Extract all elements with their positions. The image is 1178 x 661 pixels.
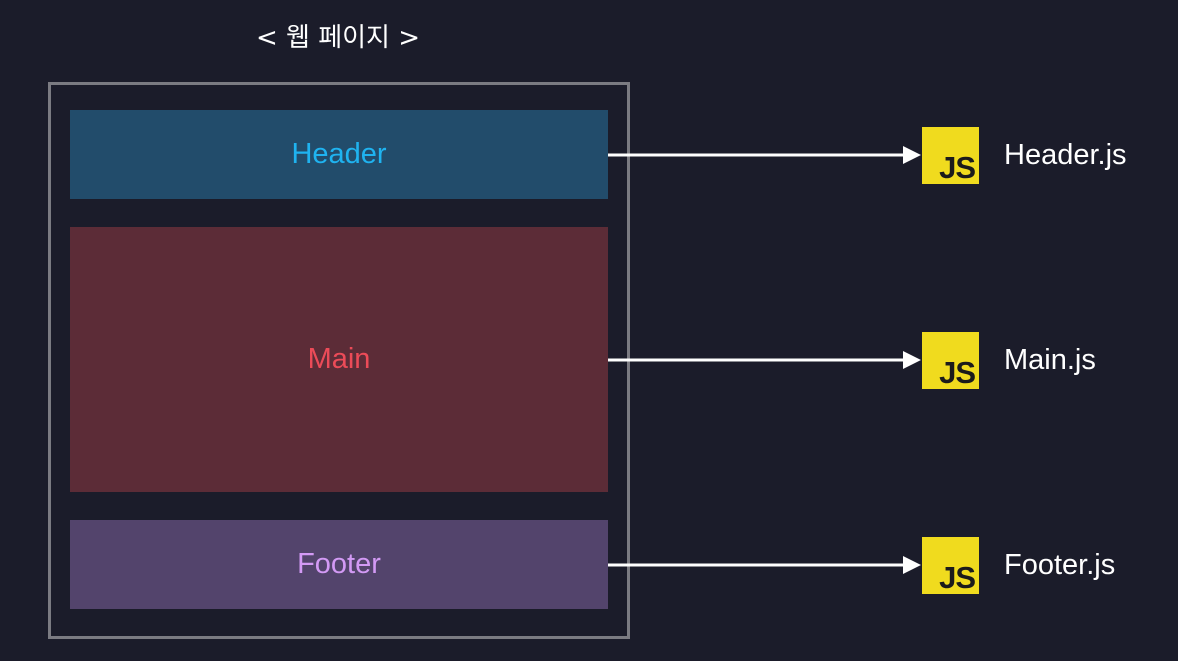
header-js-icon: JS bbox=[922, 127, 979, 184]
main-js-icon: JS bbox=[922, 332, 979, 389]
page-title: < 웹 페이지 > bbox=[255, 23, 421, 53]
footer-section: Footer bbox=[70, 520, 608, 609]
main-js-filename: Main.js bbox=[1004, 344, 1096, 376]
footer-js-filename: Footer.js bbox=[1004, 549, 1116, 581]
footer-label: Footer bbox=[297, 548, 381, 580]
header-section: Header bbox=[70, 110, 608, 199]
main-arrow bbox=[608, 351, 921, 369]
js-logo-text: JS bbox=[939, 355, 976, 389]
footer-js-icon: JS bbox=[922, 537, 979, 594]
js-logo-text: JS bbox=[939, 560, 976, 594]
js-logo-text: JS bbox=[939, 150, 976, 184]
main-section: Main bbox=[70, 227, 608, 492]
footer-arrow bbox=[608, 556, 921, 574]
main-label: Main bbox=[307, 343, 371, 375]
header-js-filename: Header.js bbox=[1004, 139, 1127, 171]
header-label: Header bbox=[291, 138, 387, 170]
header-arrow bbox=[608, 146, 921, 164]
